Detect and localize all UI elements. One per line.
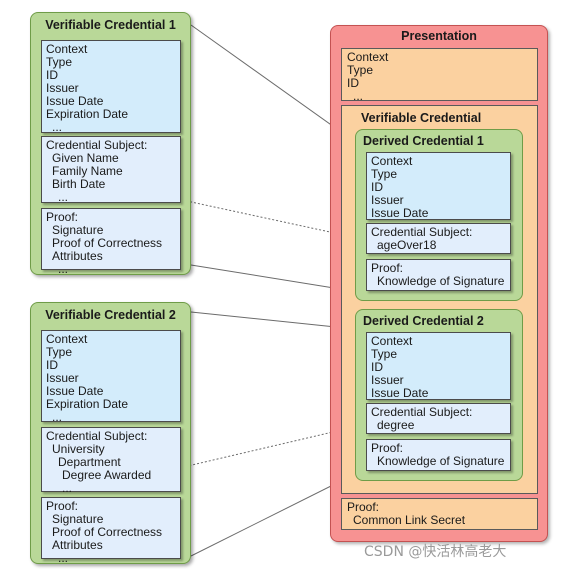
metadata-field: ID <box>371 180 383 194</box>
presentation-vc-title: Verifiable Credential <box>361 111 482 125</box>
presentation-metadata-box: Context Type ID ... <box>341 48 538 103</box>
subject-field: Degree Awarded <box>62 468 152 482</box>
proof-field: Attributes <box>52 538 103 552</box>
metadata-field: ID <box>46 358 58 372</box>
verifiable-credential-2: Verifiable Credential 2 Context Type ID … <box>30 302 191 565</box>
dc2-proof-box: Proof: Knowledge of Signature <box>366 439 511 471</box>
subject-ellipsis: ... <box>58 190 69 204</box>
proof-field: Attributes <box>52 249 103 263</box>
metadata-field: ID <box>347 76 359 90</box>
metadata-field: Context <box>46 42 88 56</box>
metadata-field: Issuer <box>371 373 404 387</box>
metadata-field: Type <box>371 167 398 181</box>
proof-field: Proof of Correctness <box>52 236 163 250</box>
proof-ellipsis: ... <box>58 551 69 565</box>
dc2-subject-box: Credential Subject: degree <box>366 403 511 434</box>
metadata-field: Issuer <box>46 81 79 95</box>
metadata-field: Issuer <box>371 193 404 207</box>
vc1-proof-box: Proof: Signature Proof of Correctness At… <box>41 208 181 276</box>
proof-field: Knowledge of Signature <box>377 454 505 468</box>
subject-heading: Credential Subject: <box>46 429 148 443</box>
subject-field: University <box>52 442 105 456</box>
subject-field: Given Name <box>52 151 119 165</box>
proof-field: Common Link Secret <box>353 513 466 527</box>
vc2-title: Verifiable Credential 2 <box>45 308 176 322</box>
subject-field: degree <box>377 418 415 432</box>
metadata-field: Context <box>46 332 88 346</box>
presentation-verifiable-credential: Verifiable Credential Derived Credential… <box>341 105 538 494</box>
proof-field: Signature <box>52 223 104 237</box>
vc2-subject-box: Credential Subject: University Departmen… <box>41 427 181 495</box>
metadata-field: Type <box>46 345 73 359</box>
metadata-field: ID <box>371 360 383 374</box>
subject-heading: Credential Subject: <box>46 138 148 152</box>
metadata-field: Expiration Date <box>46 107 129 121</box>
proof-heading: Proof: <box>46 210 79 224</box>
metadata-field: Issuer <box>46 371 79 385</box>
metadata-field: Context <box>371 154 413 168</box>
proof-field: Knowledge of Signature <box>377 274 505 288</box>
proof-heading: Proof: <box>371 261 404 275</box>
metadata-field: Context <box>347 50 389 64</box>
presentation-title: Presentation <box>401 29 477 43</box>
subject-field: Birth Date <box>52 177 106 191</box>
proof-heading: Proof: <box>347 500 380 514</box>
vc2-metadata-box: Context Type ID Issuer Issue Date Expira… <box>41 330 181 424</box>
dc2-title: Derived Credential 2 <box>363 314 484 328</box>
subject-field: Family Name <box>52 164 123 178</box>
metadata-ellipsis: ... <box>353 89 364 103</box>
metadata-field: Issue Date <box>46 94 104 108</box>
metadata-field: Type <box>46 55 73 69</box>
subject-heading: Credential Subject: <box>371 405 473 419</box>
proof-field: Proof of Correctness <box>52 525 163 539</box>
watermark: CSDN @快活林高老大 <box>364 544 507 560</box>
vc1-metadata-box: Context Type ID Issuer Issue Date Expira… <box>41 40 181 134</box>
vc1-title: Verifiable Credential 1 <box>45 18 176 32</box>
subject-heading: Credential Subject: <box>371 225 473 239</box>
metadata-field: Type <box>371 347 398 361</box>
subject-ellipsis: ... <box>62 481 73 495</box>
presentation-proof-box: Proof: Common Link Secret <box>341 498 538 530</box>
metadata-field: Issue Date <box>371 206 429 220</box>
proof-heading: Proof: <box>371 441 404 455</box>
metadata-ellipsis: ... <box>52 120 63 134</box>
dc1-proof-box: Proof: Knowledge of Signature <box>366 259 511 291</box>
metadata-field: Issue Date <box>46 384 104 398</box>
verifiable-credential-1: Verifiable Credential 1 Context Type ID … <box>30 12 191 276</box>
metadata-field: Expiration Date <box>46 397 129 411</box>
presentation: Presentation Context Type ID ... Verifia… <box>330 25 548 542</box>
proof-heading: Proof: <box>46 499 79 513</box>
proof-field: Signature <box>52 512 104 526</box>
vc1-subject-box: Credential Subject: Given Name Family Na… <box>41 136 181 204</box>
proof-ellipsis: ... <box>58 262 69 276</box>
dc1-subject-box: Credential Subject: ageOver18 <box>366 223 511 254</box>
metadata-ellipsis: ... <box>52 410 63 424</box>
metadata-field: ID <box>46 68 58 82</box>
metadata-field: Type <box>347 63 374 77</box>
metadata-field: Issue Date <box>371 386 429 400</box>
subject-field: Department <box>58 455 121 469</box>
dc2-metadata-box: Context Type ID Issuer Issue Date <box>366 332 511 400</box>
subject-field: ageOver18 <box>377 238 437 252</box>
metadata-field: Context <box>371 334 413 348</box>
derived-credential-2: Derived Credential 2 Context Type ID Iss… <box>355 309 523 481</box>
derived-credential-1: Derived Credential 1 Context Type ID Iss… <box>355 129 523 301</box>
vc2-proof-box: Proof: Signature Proof of Correctness At… <box>41 497 181 565</box>
dc1-metadata-box: Context Type ID Issuer Issue Date <box>366 152 511 220</box>
dc1-title: Derived Credential 1 <box>363 134 484 148</box>
